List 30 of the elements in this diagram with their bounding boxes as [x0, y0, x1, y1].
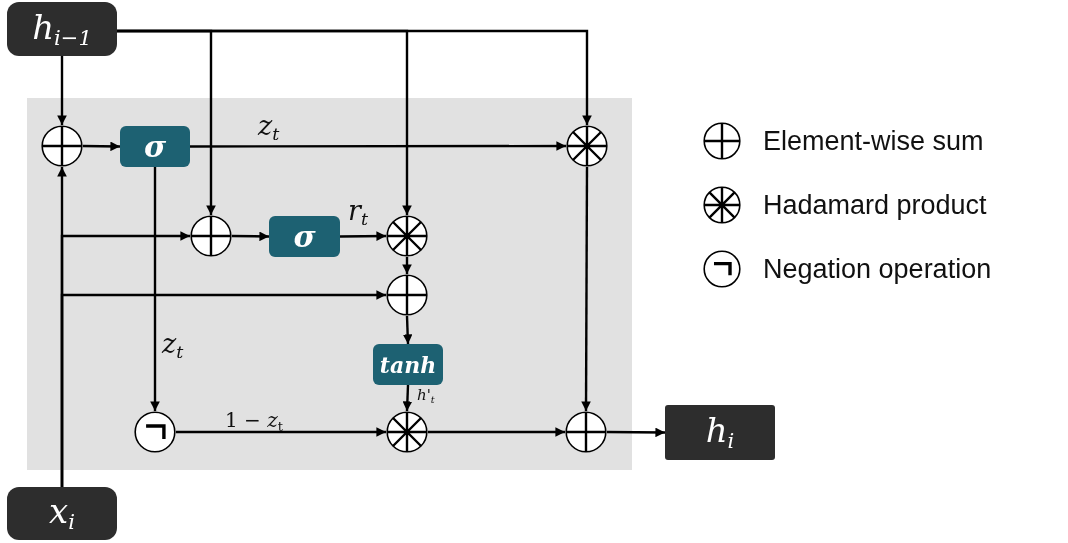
arrow: [150, 167, 160, 411]
arrow: [57, 56, 67, 125]
arrow: [60, 290, 386, 487]
arrow: [176, 427, 386, 437]
edge-label: z$_{t}$: [162, 330, 184, 362]
arrow: [232, 231, 269, 242]
edge-label: r$_{t}$: [348, 197, 368, 229]
activation-box: σ: [269, 216, 340, 257]
arrow: [607, 427, 665, 438]
activation-box: σ: [120, 126, 190, 167]
legend-label: Hadamard product: [763, 189, 987, 221]
arrow: [402, 384, 413, 412]
arrow: [190, 141, 566, 151]
arrow: [117, 29, 592, 125]
activation-box: tanh: [373, 344, 443, 385]
vector-box: x$_{i}$: [7, 487, 117, 540]
vector-box: h$_{i−1}$: [7, 2, 117, 56]
gate-panel: [27, 98, 632, 470]
arrow: [428, 427, 565, 437]
edge-label: 1 − z$_{t}$: [225, 410, 283, 433]
vector-box: h$_{i}$: [665, 405, 775, 460]
arrow: [83, 141, 120, 152]
edge-label: h'$_{t}$: [417, 388, 435, 405]
legend-label: Element-wise sum: [763, 125, 984, 157]
arrow: [402, 315, 413, 345]
arrow: [581, 167, 591, 411]
edge-label: z$_{t}$: [258, 112, 280, 144]
arrow: [340, 231, 386, 241]
legend-label: Negation operation: [763, 253, 992, 285]
arrow: [402, 257, 412, 274]
